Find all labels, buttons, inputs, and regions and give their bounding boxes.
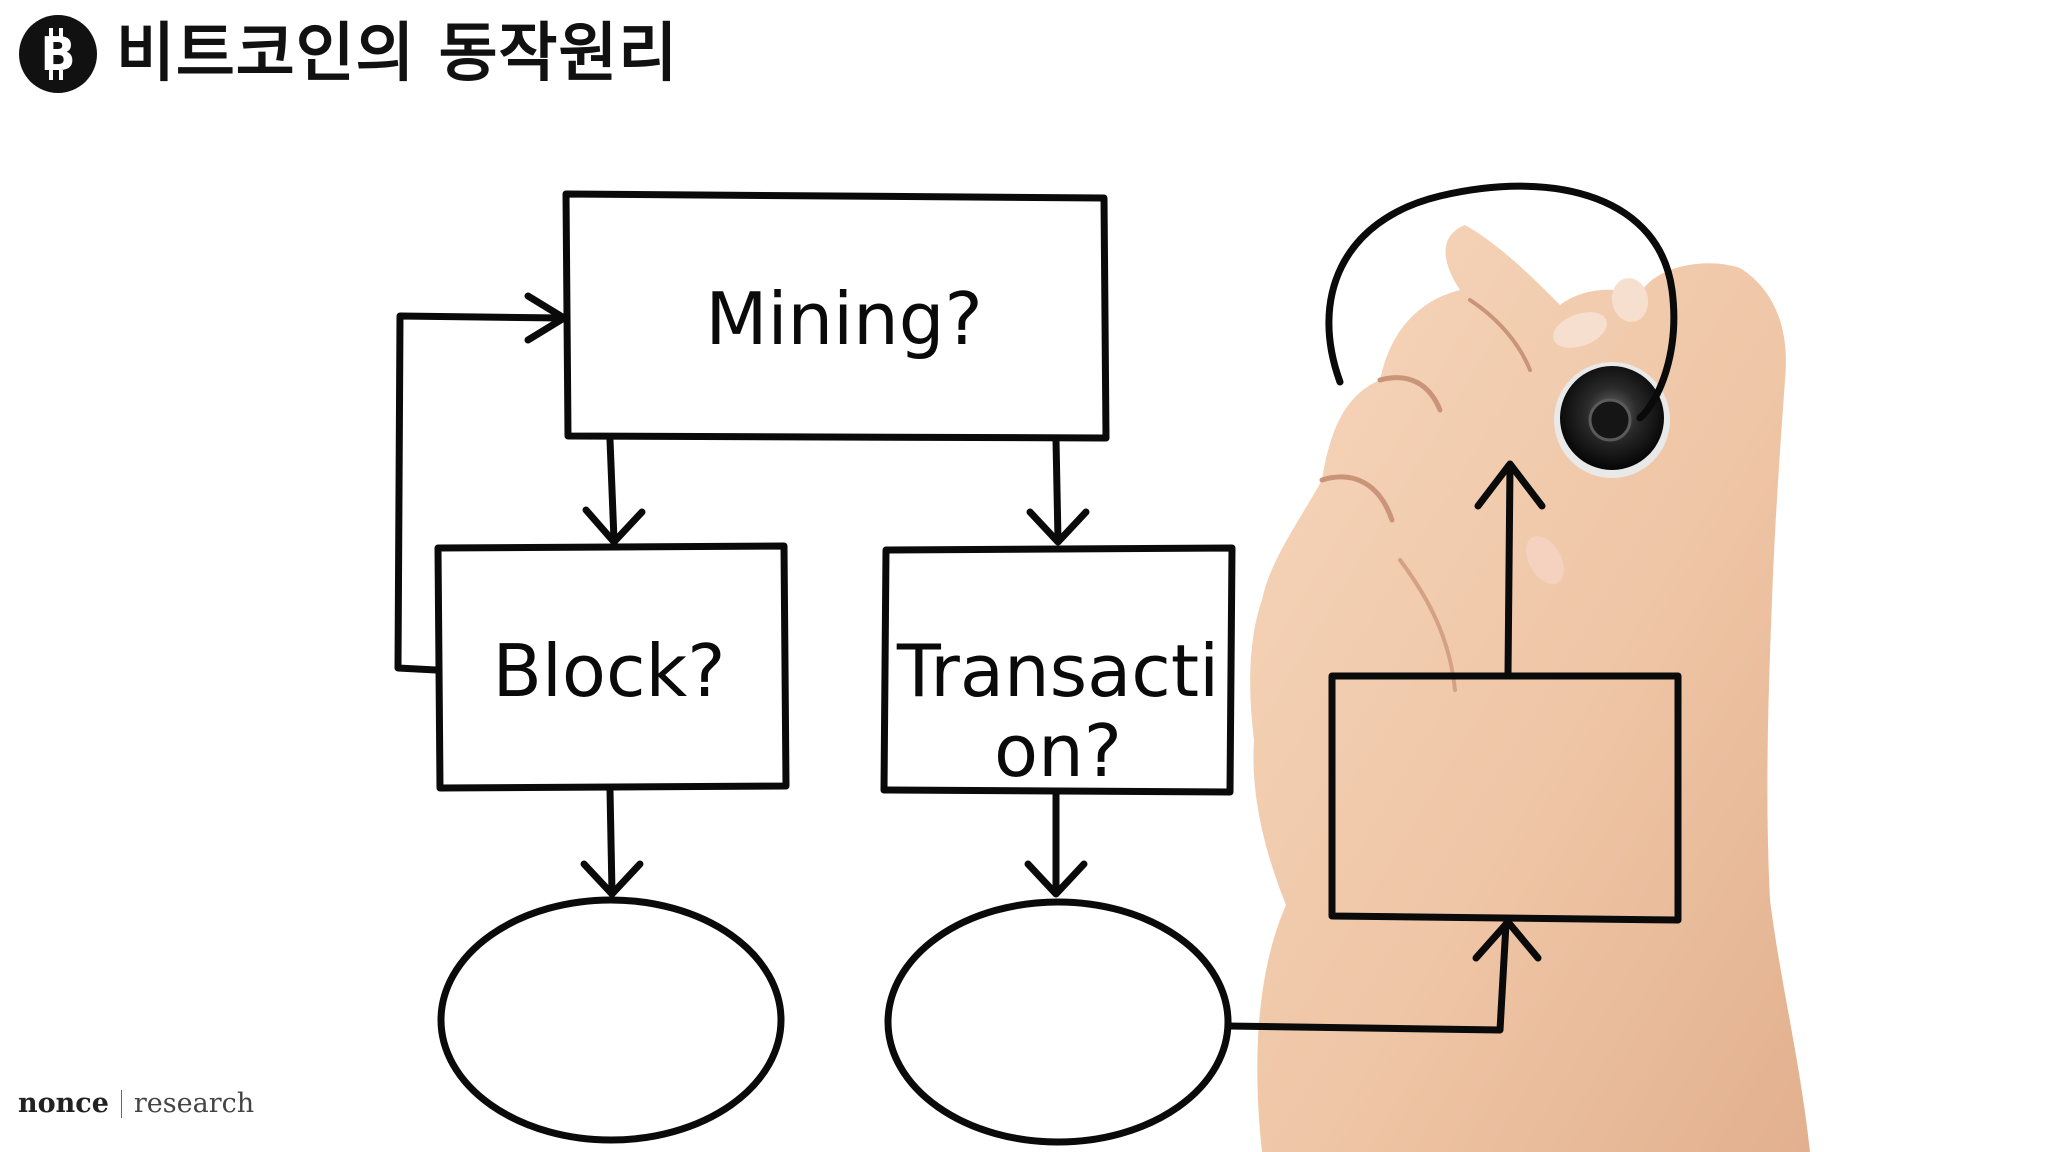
- hand-crease: [1468, 298, 1532, 372]
- bitcoin-logo-icon: B: [19, 15, 97, 93]
- header: B 비트코인의 동작원리: [18, 14, 678, 94]
- block-label: Block?: [493, 629, 726, 713]
- brand-name: nonce: [18, 1088, 109, 1119]
- block-to-oval-line: [606, 786, 616, 896]
- transaction-to-oval-head: [1024, 860, 1088, 898]
- mining-to-transaction-line: [1052, 436, 1062, 544]
- box-up-head: [1474, 460, 1546, 510]
- page-title: 비트코인의 동작원리: [116, 17, 679, 91]
- diagram-strokes: [394, 182, 1682, 1146]
- brand-divider: [120, 1089, 122, 1118]
- marker-nib: [1588, 398, 1632, 442]
- mining-to-block-line: [606, 436, 618, 544]
- hand-crease: [1377, 375, 1443, 413]
- transaction-oval: [884, 898, 1232, 1146]
- block-oval: [437, 896, 785, 1144]
- hand-crease: [1319, 474, 1395, 523]
- block-to-oval-head: [580, 860, 644, 898]
- transaction-label-line2: on?: [994, 709, 1122, 793]
- transaction-box: [880, 544, 1236, 796]
- mining-box: [562, 190, 1110, 442]
- brand-subtitle: research: [133, 1088, 255, 1119]
- right-box: [1328, 672, 1682, 924]
- marker-pen: [1554, 362, 1670, 478]
- mining-to-block-head: [582, 506, 646, 546]
- marker-loop: [1325, 182, 1678, 422]
- block-box: [434, 542, 790, 792]
- fingernail: [1611, 278, 1649, 322]
- mining-label: Mining?: [705, 277, 982, 361]
- transaction-label-line1: Transacti: [896, 629, 1219, 713]
- mining-to-transaction-head: [1026, 508, 1090, 546]
- loop-arrow-line: [394, 312, 566, 674]
- box-up-line: [1504, 462, 1514, 678]
- footer-brand: nonce research: [18, 1088, 254, 1119]
- fingernail: [1553, 312, 1607, 348]
- fingernail: [1526, 536, 1564, 584]
- svg-text:B: B: [40, 27, 75, 81]
- oval-to-box-line: [1224, 920, 1510, 1034]
- oval-to-box-head: [1472, 918, 1542, 962]
- loop-arrow-head: [524, 292, 568, 344]
